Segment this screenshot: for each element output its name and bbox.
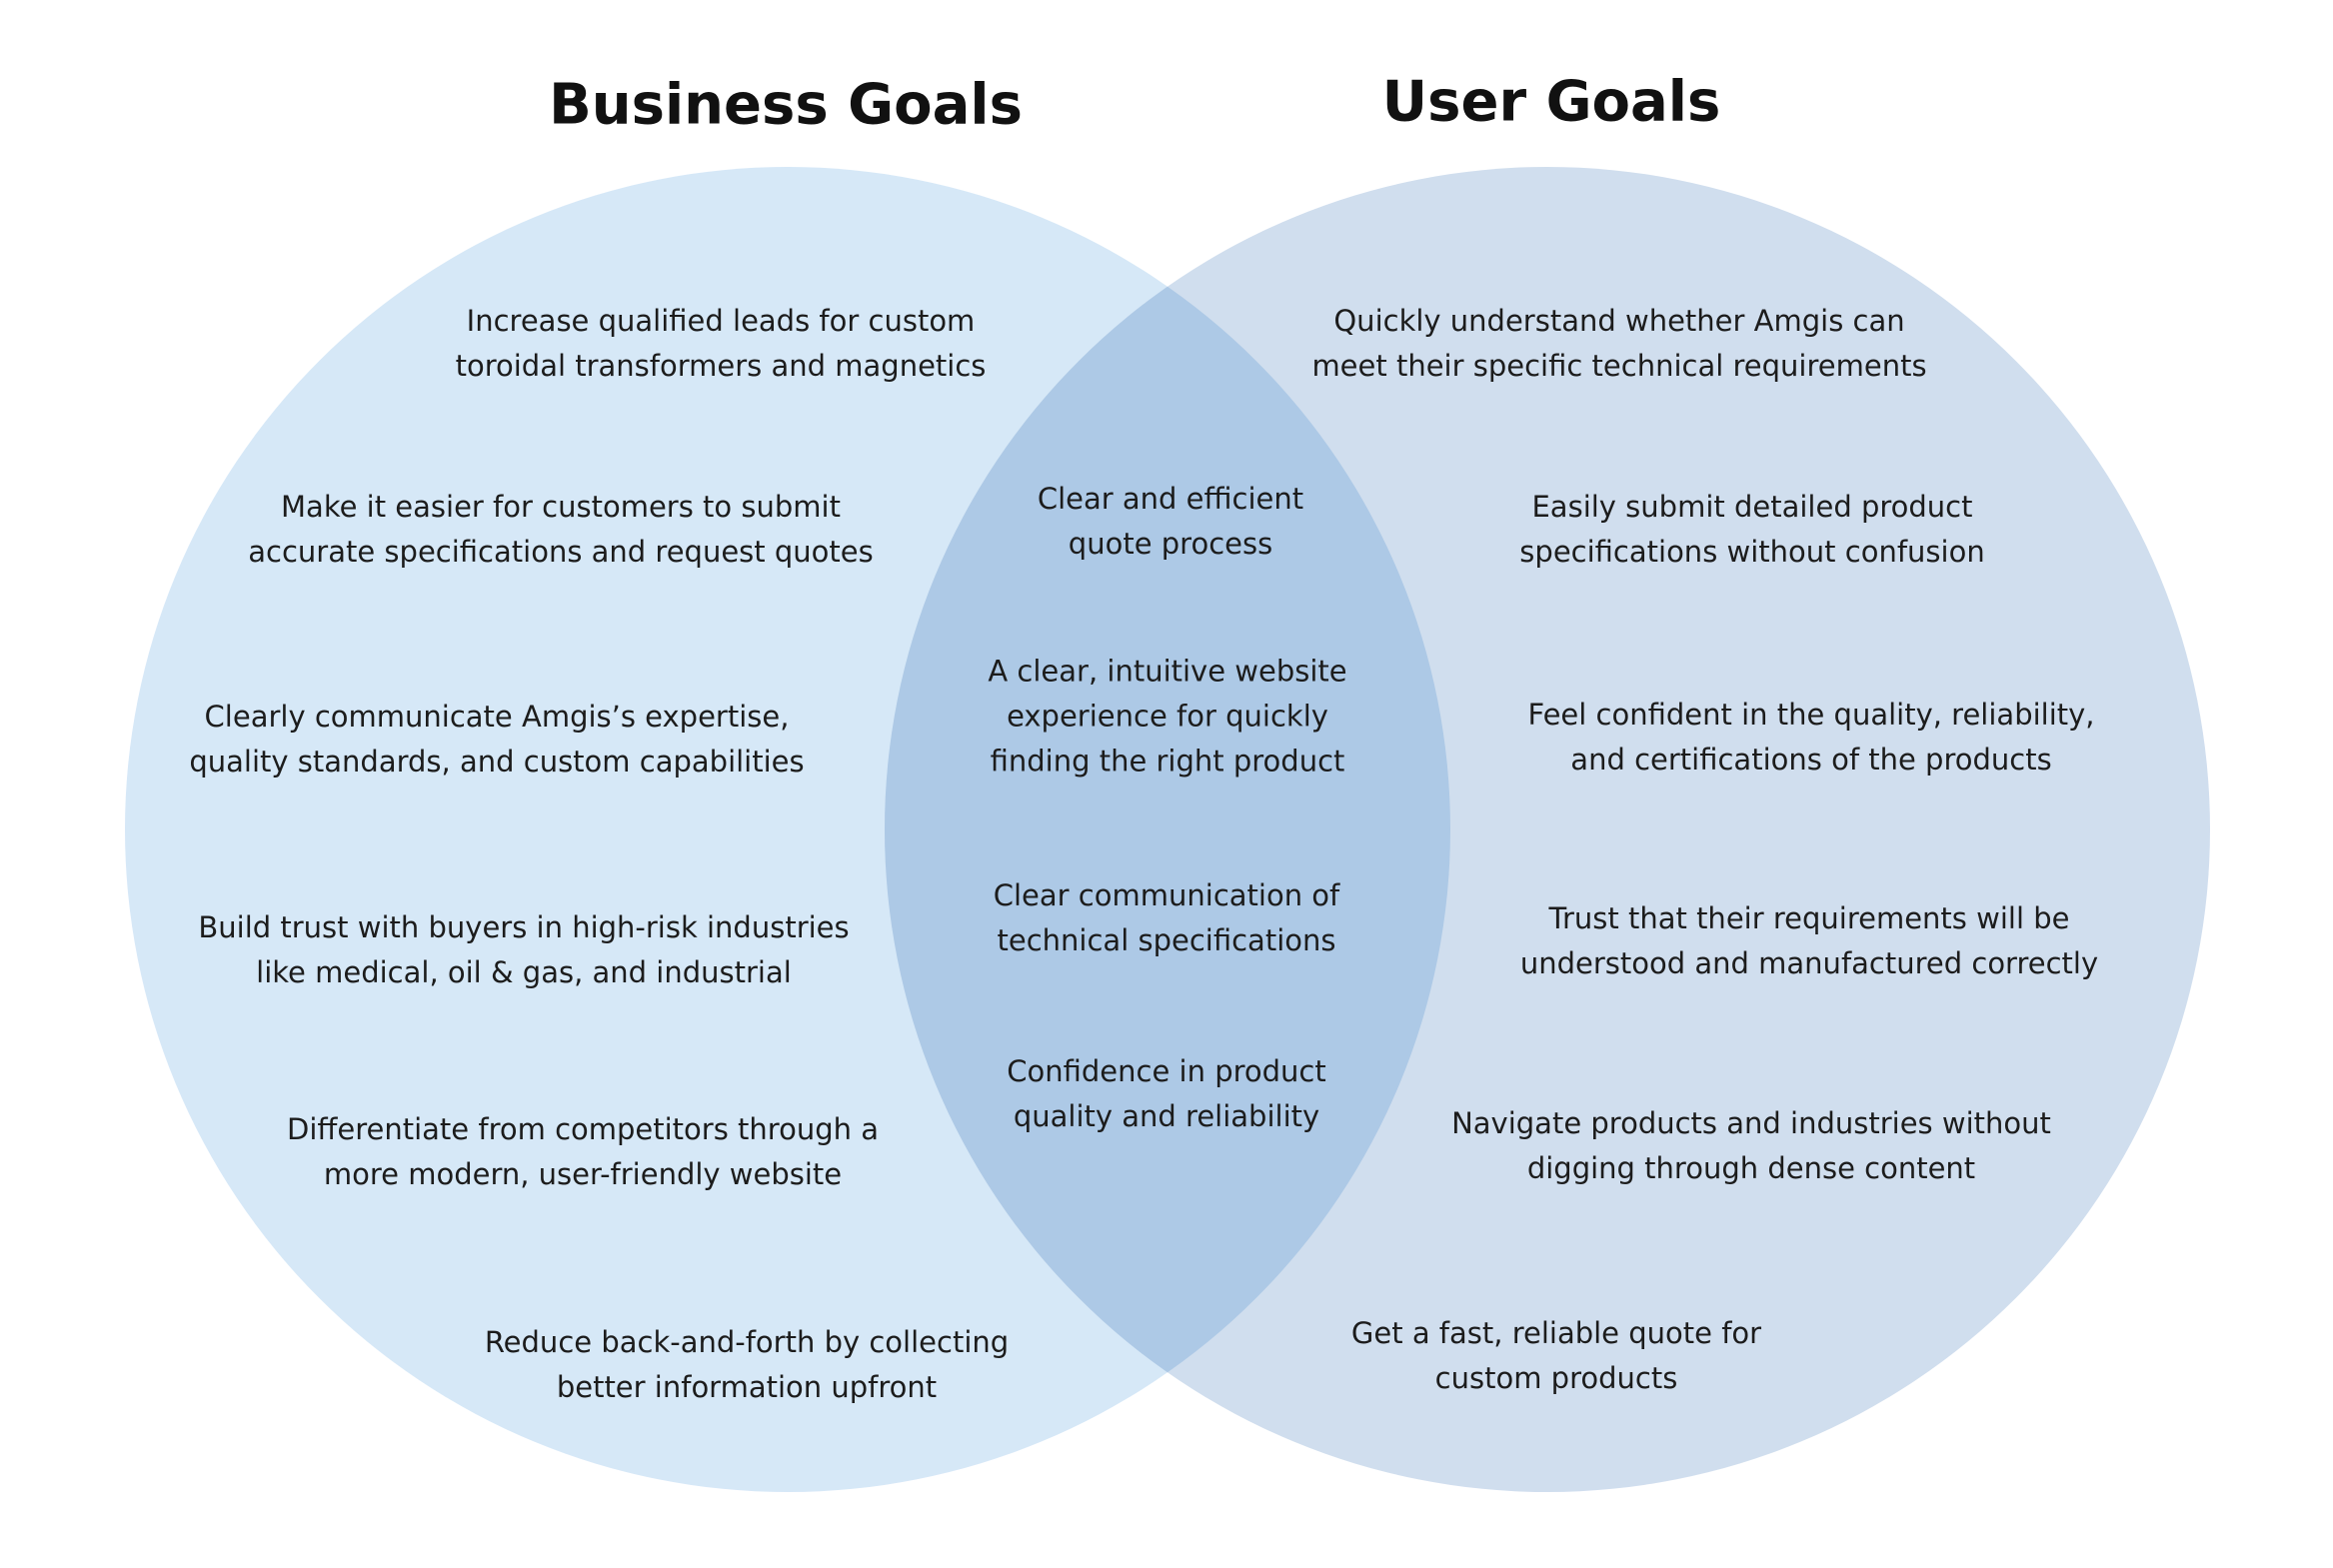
shared-goal-item: Clear and efficient quote process xyxy=(1037,482,1304,561)
business-goal-item: Make it easier for customers to submit a… xyxy=(248,490,874,569)
user-goal-item: Quickly understand whether Amgis can mee… xyxy=(1311,304,1927,383)
business-goals-title: Business Goals xyxy=(549,72,1023,138)
shared-goal-item: Confidence in product quality and reliab… xyxy=(1007,1054,1326,1133)
user-goal-item: Get a fast, reliable quote for custom pr… xyxy=(1350,1316,1762,1395)
user-goal-item: Feel confident in the quality, reliabili… xyxy=(1527,698,2095,777)
overlap-region xyxy=(885,167,1450,1492)
business-goal-item: Increase qualified leads for custom toro… xyxy=(455,304,987,383)
user-goal-item: Trust that their requirements will be un… xyxy=(1519,901,2099,980)
business-goal-item: Differentiate from competitors through a… xyxy=(287,1112,879,1191)
shared-goal-item: A clear, intuitive website experience fo… xyxy=(988,654,1347,779)
user-goal-item: Navigate products and industries without… xyxy=(1451,1106,2051,1185)
shared-goal-item: Clear communication of technical specifi… xyxy=(993,878,1340,957)
user-goal-item: Easily submit detailed product specifica… xyxy=(1519,490,1985,569)
user-goals-title: User Goals xyxy=(1381,69,1721,135)
business-goal-item: Build trust with buyers in high-risk ind… xyxy=(198,910,850,989)
business-goal-item: Clearly communicate Amgis’s expertise, q… xyxy=(189,700,805,779)
business-goal-item: Reduce back-and-forth by collecting bett… xyxy=(484,1325,1010,1404)
